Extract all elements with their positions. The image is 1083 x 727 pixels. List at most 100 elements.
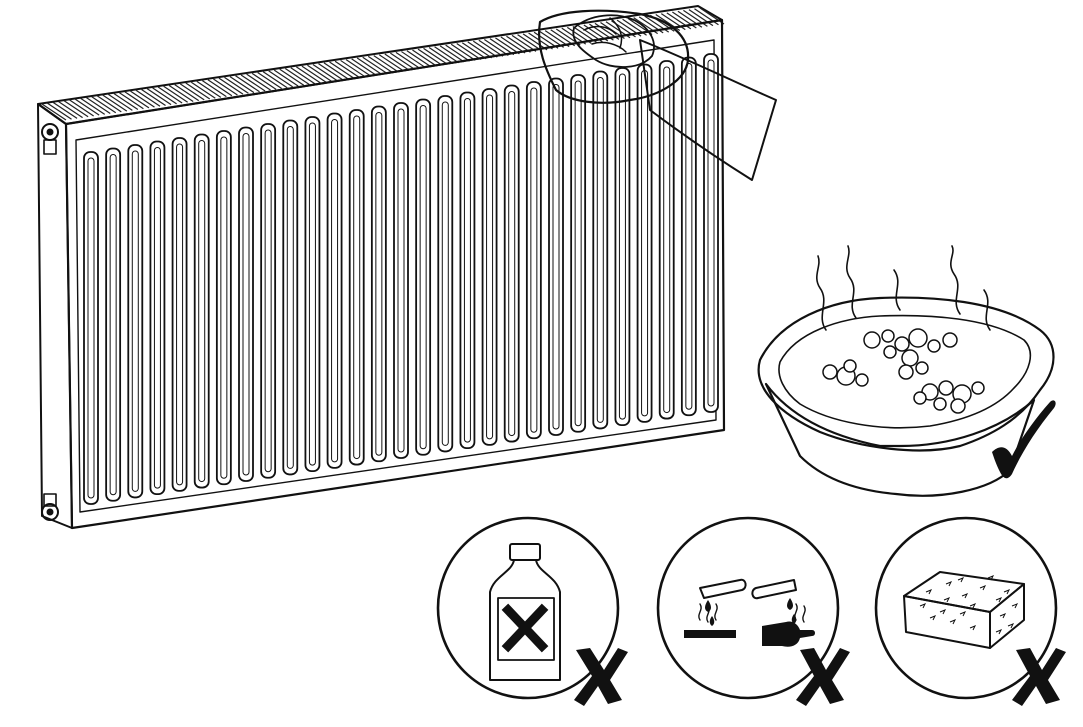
water-surface: [778, 314, 1032, 429]
solvent-panel: [436, 516, 628, 706]
sponge-texture: [919, 575, 1019, 635]
corrosive-hazard-icon: [684, 578, 815, 647]
radiator-fin: [680, 56, 697, 417]
soap-bubble: [913, 391, 927, 405]
radiator-fin-inner: [87, 157, 95, 499]
radiator-fin-inner: [530, 87, 538, 433]
radiator-fin: [238, 126, 254, 482]
warm-soapy-water-bowl-icon: [757, 245, 1056, 497]
radiator-fin-inner: [375, 112, 383, 456]
radiator-fin: [304, 116, 321, 473]
radiator-fin-inner: [353, 115, 361, 460]
radiator-fin-inner: [153, 147, 161, 489]
hand-wiping-cloth-icon: [538, 9, 777, 181]
radiator-fin-inner: [397, 108, 405, 453]
radiator-fin-inner: [131, 150, 139, 492]
radiator-fin-inner: [441, 101, 449, 446]
radiator-fin: [326, 112, 343, 469]
bowl-body: [764, 382, 1036, 497]
soap-bubble: [898, 364, 914, 380]
radiator-fin: [459, 91, 476, 450]
panel-circle: [436, 516, 620, 700]
radiator-fin-inner: [176, 143, 184, 486]
soap-bubble: [843, 359, 857, 373]
panel-circle: [874, 516, 1058, 700]
radiator-fin-inner: [242, 133, 250, 476]
soap-bubble: [915, 361, 929, 375]
radiator-illustration: [37, 5, 726, 530]
radiator-grille-hatch: [41, 7, 725, 121]
radiator-fin: [548, 77, 564, 436]
radiator-fin: [215, 130, 232, 486]
radiator-fin-inner: [508, 91, 516, 437]
radiator-side-panel: [37, 103, 73, 529]
radiator-fin-inner: [308, 122, 316, 466]
radiator-fin: [570, 74, 587, 433]
radiator-fins: [83, 53, 719, 505]
radiator-fin: [415, 98, 432, 456]
cross-mark-icon: [1012, 648, 1066, 706]
radiator-fin: [171, 137, 188, 492]
bowl-rim: [757, 296, 1055, 452]
radiator-fin-inner: [198, 140, 206, 483]
radiator-fin: [149, 140, 166, 496]
soap-bubble: [883, 345, 897, 359]
radiator-fin: [83, 151, 99, 505]
hand-fingers: [572, 14, 655, 68]
abrasive-sponge-icon: [903, 571, 1025, 649]
cross-mark-icon: [574, 648, 628, 706]
radiator-fin: [525, 81, 542, 440]
soap-bubble: [908, 328, 928, 348]
radiator-fin: [636, 63, 653, 423]
soap-bubble: [901, 349, 919, 367]
radiator-fin-inner: [618, 73, 626, 420]
soap-bubble: [822, 364, 838, 380]
radiator-fin: [592, 70, 609, 430]
soap-bubble: [938, 380, 954, 396]
soap-bubble: [971, 381, 985, 395]
soap-bubble: [942, 332, 958, 348]
radiator-fin-inner: [264, 129, 272, 473]
checkmark-icon: [992, 400, 1056, 479]
soap-bubble: [950, 398, 966, 414]
radiator-fin: [282, 119, 299, 476]
soap-bubble: [927, 339, 941, 353]
soap-bubble: [881, 329, 895, 343]
arm-outline: [639, 39, 777, 181]
soap-bubble: [855, 373, 869, 387]
radiator-fin-inner: [109, 154, 117, 496]
radiator-valve-top: [41, 123, 59, 155]
radiator-fin-inner: [685, 63, 693, 410]
radiator-fin-inner: [574, 80, 582, 427]
radiator-fin-inner: [220, 136, 228, 479]
corrosive-panel: [656, 516, 850, 706]
soap-bubble: [933, 397, 947, 411]
radiator-fin-inner: [486, 94, 494, 440]
radiator-fin-inner: [331, 119, 339, 463]
radiator-fin: [393, 102, 409, 459]
radiator-fin-inner: [707, 59, 715, 407]
soap-bubbles: [822, 328, 985, 414]
radiator-fin-inner: [596, 77, 604, 423]
radiator-fin-inner: [419, 105, 427, 450]
soap-bubble: [894, 336, 910, 352]
radiator-fin: [193, 133, 210, 489]
radiator-fin-inner: [463, 98, 471, 443]
radiator-valve-bottom: [41, 493, 59, 521]
radiator-fin: [105, 147, 122, 502]
radiator-fin: [348, 109, 365, 466]
radiator-fin: [703, 53, 719, 413]
abrasive-panel: [874, 516, 1066, 706]
radiator-fin-inner: [552, 84, 560, 430]
radiator-fin: [127, 144, 144, 499]
radiator-fin: [370, 105, 387, 463]
radiator-fin: [658, 60, 675, 420]
radiator-fin: [614, 67, 631, 427]
radiator-fin-inner: [663, 66, 671, 414]
chemical-bottle-icon: [489, 543, 561, 681]
soap-bubble: [863, 331, 881, 349]
radiator-fin: [503, 84, 520, 443]
cloth: [538, 9, 690, 104]
steam-lines: [816, 245, 991, 331]
